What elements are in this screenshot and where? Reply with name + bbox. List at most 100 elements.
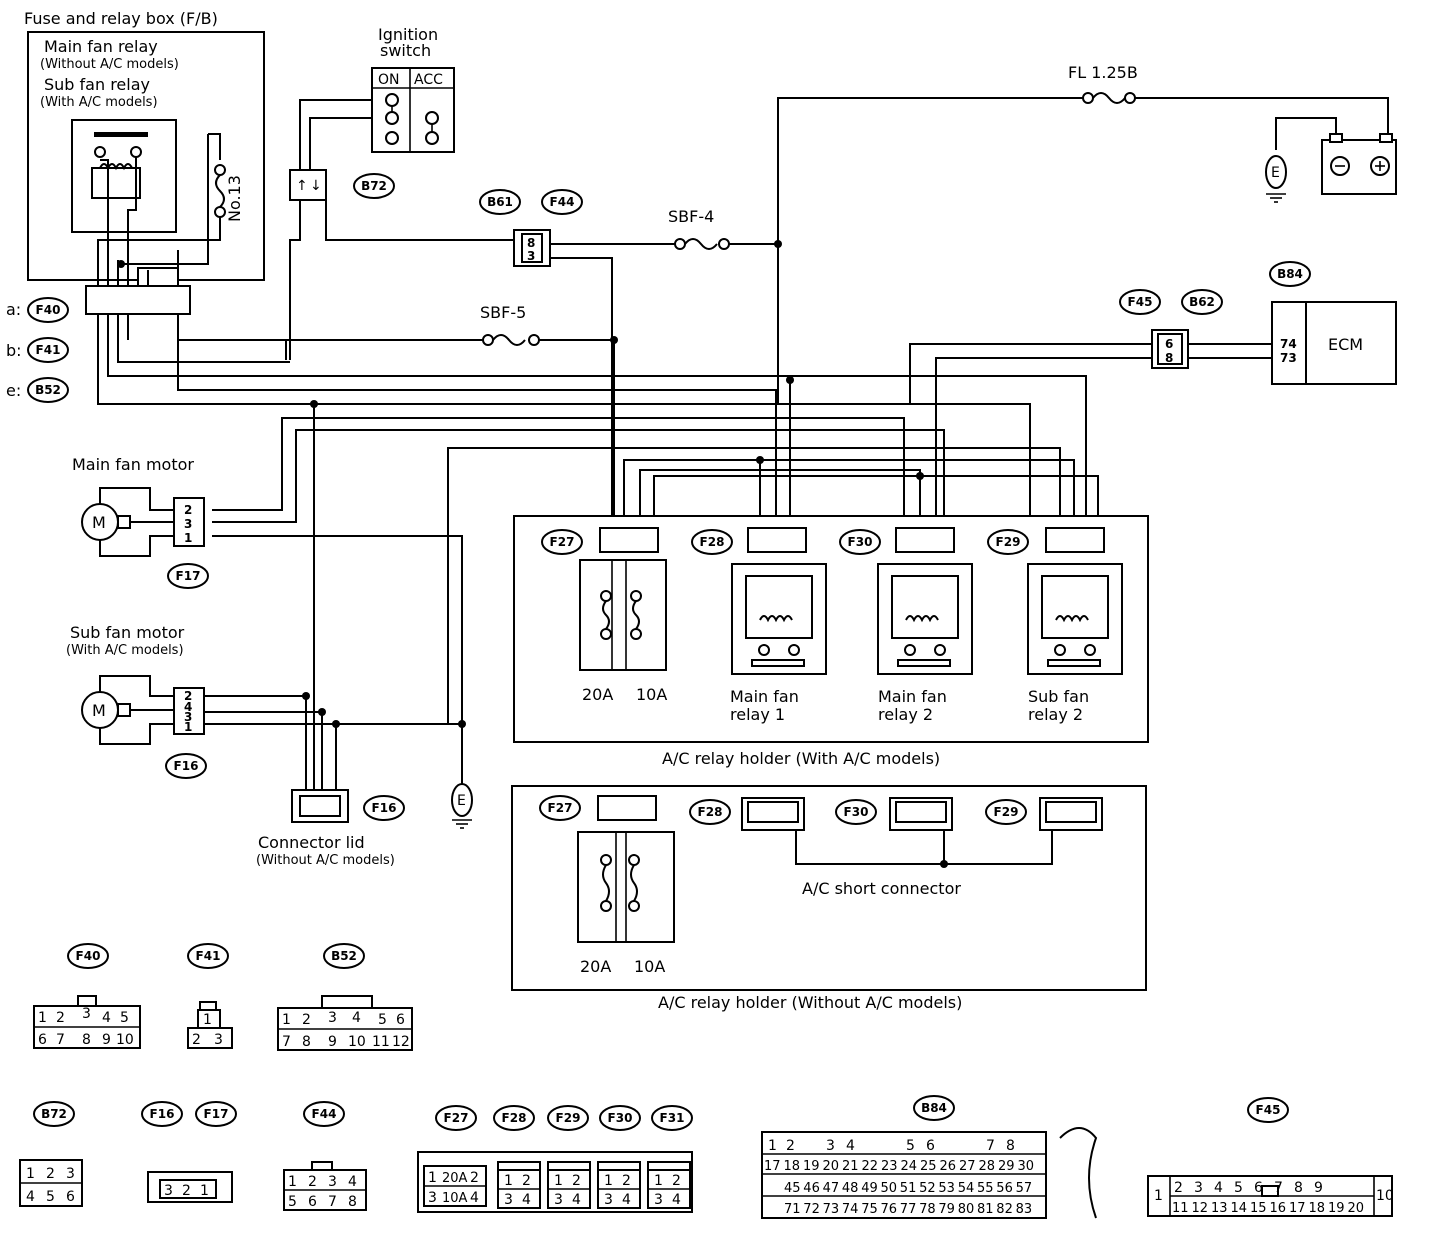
pin-label: 53 xyxy=(938,1181,955,1196)
f31-p4: 4 xyxy=(672,1192,681,1208)
pin-label: 4 xyxy=(1214,1180,1223,1196)
b72-p3: 3 xyxy=(66,1166,75,1182)
pin-label: 49 xyxy=(861,1181,878,1196)
pin-label: 19 xyxy=(803,1159,820,1174)
pin-label: 14 xyxy=(1231,1201,1248,1216)
b84-p6: 6 xyxy=(926,1138,935,1154)
b61-pin-bottom: 3 xyxy=(527,249,535,263)
no13-label: No.13 xyxy=(225,175,244,222)
ac-short-label: A/C short connector xyxy=(802,879,961,898)
pin-label: 79 xyxy=(938,1202,955,1217)
face-tag-f40: F40 xyxy=(76,949,101,963)
pin-label: 78 xyxy=(919,1202,936,1217)
f29-p1: 1 xyxy=(554,1173,563,1189)
relay-holder-without-ac: F27 20A 10A F28 F30 F29 A/C short connec… xyxy=(511,785,1147,1012)
tag-f28: F28 xyxy=(700,535,725,549)
pin-label: 2 xyxy=(1174,1180,1183,1196)
pin-label: 16 xyxy=(1270,1201,1287,1216)
b72-p2: 2 xyxy=(46,1166,55,1182)
tag-f30-b: F30 xyxy=(844,805,869,819)
f44-p8: 8 xyxy=(348,1194,357,1210)
pin-label: 7 xyxy=(1274,1180,1283,1196)
b52-p9: 9 xyxy=(328,1034,337,1050)
face-tag-f44: F44 xyxy=(312,1107,337,1121)
b52-p10: 10 xyxy=(348,1034,366,1050)
f40-p4: 4 xyxy=(102,1010,111,1026)
ignition-switch: Ignition switch ON ACC xyxy=(371,25,455,153)
sub-fan-relay-label: Sub fan relay xyxy=(44,75,150,94)
pin-label: 22 xyxy=(862,1159,879,1174)
f41-face: 1 2 3 xyxy=(187,1001,233,1049)
f27-10a: 10A xyxy=(442,1191,468,1206)
face-tag-b72: B72 xyxy=(41,1107,67,1121)
sub-fan-motor: Sub fan motor (With A/C models) M 2 4 3 … xyxy=(66,623,466,790)
fuse-box-title: Fuse and relay box (F/B) xyxy=(24,9,218,28)
f17-pin-c: 1 xyxy=(184,531,192,545)
f29-p2: 2 xyxy=(572,1173,581,1189)
f44-p1: 1 xyxy=(288,1174,297,1190)
ecm-label: ECM xyxy=(1328,335,1363,354)
sbf4-circuit: B61 F44 8 3 SBF-4 xyxy=(325,189,782,520)
tag-b52-e: B52 xyxy=(35,383,61,397)
f40-p1: 1 xyxy=(38,1010,47,1026)
pin-label: 20 xyxy=(823,1159,840,1174)
f40-p2: 2 xyxy=(56,1010,65,1026)
tag-f29-b: F29 xyxy=(994,805,1019,819)
tag-b61: B61 xyxy=(487,195,513,209)
f41-p2: 2 xyxy=(192,1032,201,1048)
f44-p6: 6 xyxy=(308,1194,317,1210)
pin-label: 50 xyxy=(881,1181,898,1196)
face-tag-b52: B52 xyxy=(331,949,357,963)
f30-p2: 2 xyxy=(622,1173,631,1189)
b72-p5: 5 xyxy=(46,1189,55,1205)
f17-pin-b: 3 xyxy=(184,517,192,531)
pin-label: 30 xyxy=(1018,1159,1035,1174)
pin-label: 76 xyxy=(881,1202,898,1217)
pin-label: 17 xyxy=(764,1159,781,1174)
tag-f17: F17 xyxy=(176,569,201,583)
pin-label: 54 xyxy=(958,1181,975,1196)
sub-fan-motor-label: Sub fan motor xyxy=(70,623,185,642)
b52-p8: 8 xyxy=(302,1034,311,1050)
face-tag-f16: F16 xyxy=(150,1107,175,1121)
ecm-pin-73: 73 xyxy=(1280,351,1297,365)
tag-f40-a: F40 xyxy=(36,303,61,317)
relay-10a-label-b: 10A xyxy=(634,957,665,976)
pin-label: 55 xyxy=(977,1181,994,1196)
f45-pin-bottom: 8 xyxy=(1165,351,1173,365)
sbf4-label: SBF-4 xyxy=(668,207,714,226)
ign-on: ON xyxy=(378,72,400,88)
face-tag-f27: F27 xyxy=(444,1111,469,1125)
f40-p6: 6 xyxy=(38,1032,47,1048)
tag-f16-lid: F16 xyxy=(372,801,397,815)
f40-p10: 10 xyxy=(116,1032,134,1048)
f28-p4: 4 xyxy=(522,1192,531,1208)
pin-label: 56 xyxy=(996,1181,1013,1196)
pin-label: 5 xyxy=(1234,1180,1243,1196)
pin-label: 47 xyxy=(823,1181,840,1196)
b52-face: 1 2 3 4 5 6 7 8 9 10 11 12 xyxy=(277,995,413,1051)
pin-label: 25 xyxy=(920,1159,937,1174)
f30-p1: 1 xyxy=(604,1173,613,1189)
f27-p2: 2 xyxy=(470,1170,479,1186)
f30-p4: 4 xyxy=(622,1192,631,1208)
tag-b72: B72 xyxy=(361,179,387,193)
face-tag-b84: B84 xyxy=(921,1101,947,1115)
sub-fan-relay2-label: Sub fan xyxy=(1028,687,1089,706)
f16-pin-c: 3 xyxy=(184,710,192,724)
tag-f28-b: F28 xyxy=(698,805,723,819)
pin-label: 18 xyxy=(1309,1201,1326,1216)
pin-label: 15 xyxy=(1250,1201,1267,1216)
main-fan-relay2-label-2: relay 2 xyxy=(878,705,933,724)
f27-p3: 3 xyxy=(428,1190,437,1206)
pin-label: 21 xyxy=(842,1159,859,1174)
legend-e: e: xyxy=(6,381,21,400)
f40-p3: 3 xyxy=(82,1006,91,1022)
legend-a: a: xyxy=(6,300,21,319)
